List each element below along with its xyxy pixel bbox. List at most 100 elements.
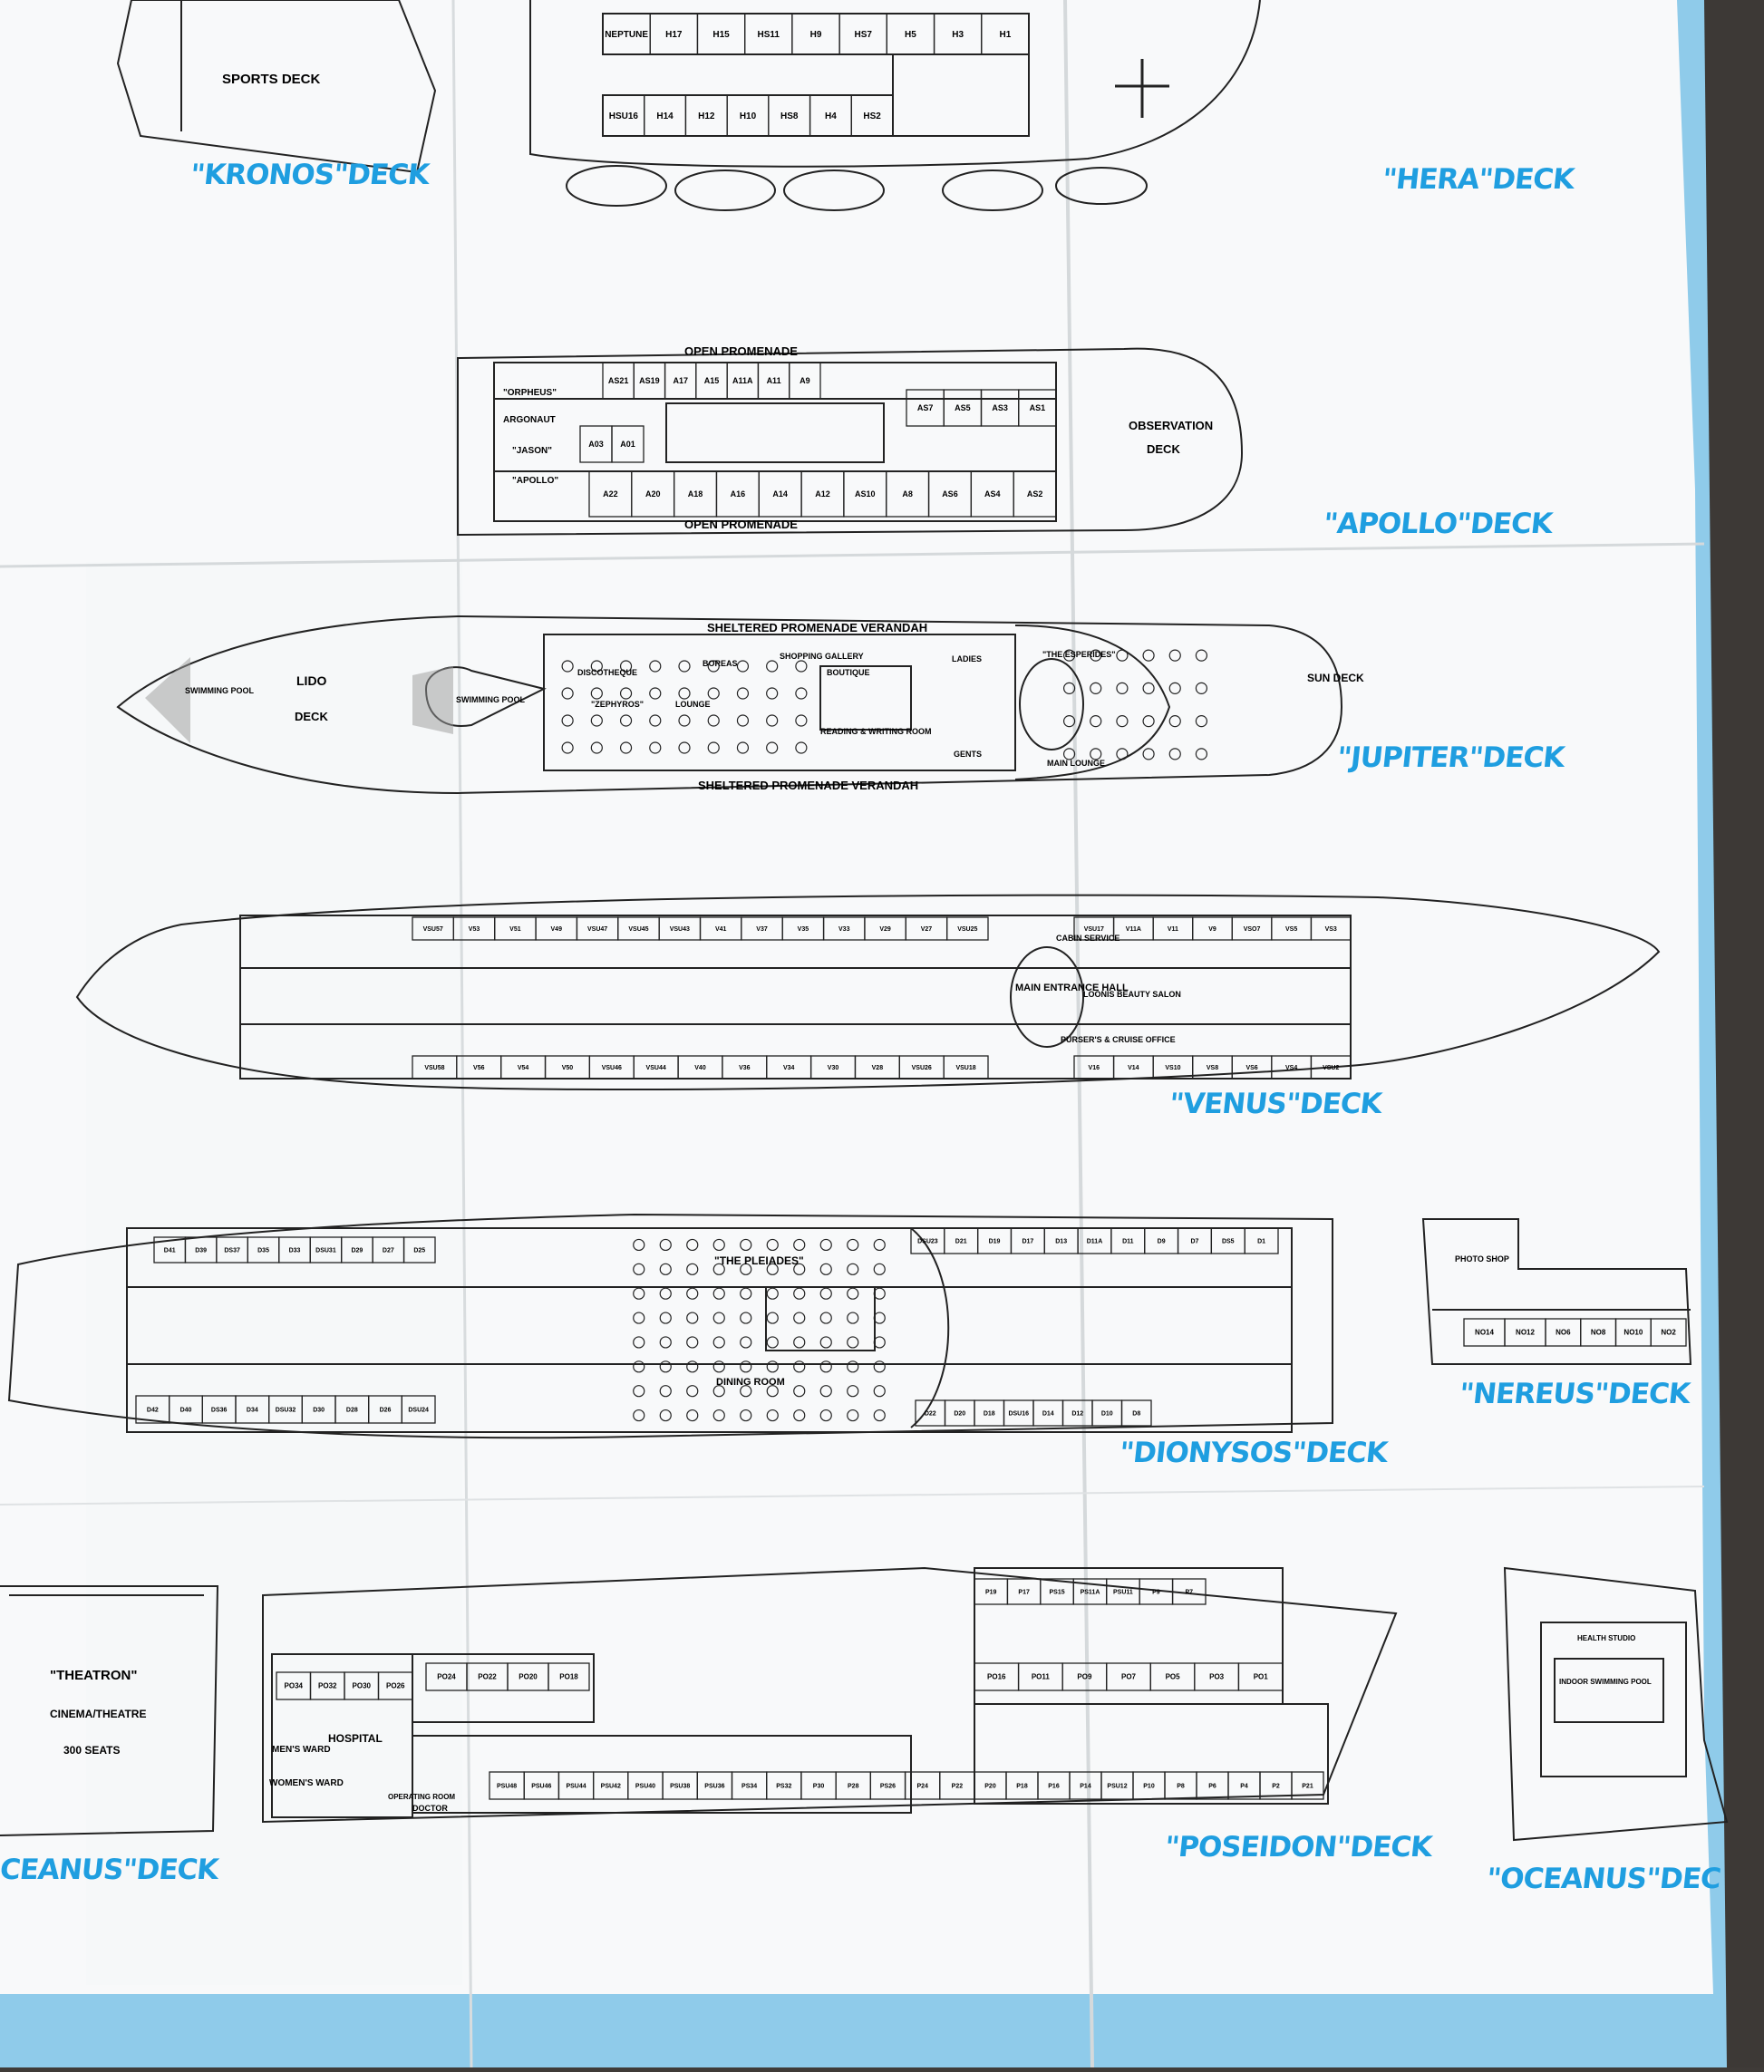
jupiter-table xyxy=(590,741,603,754)
poseidon-cabin-label: P30 xyxy=(813,1783,825,1789)
dionysos-table xyxy=(712,1409,725,1422)
dionysos-table xyxy=(847,1238,859,1252)
dionysos-cabin-label: DSU24 xyxy=(408,1407,429,1413)
nereus-cabin-label: NO14 xyxy=(1475,1329,1494,1337)
poseidon-cabin-label: PO32 xyxy=(318,1682,337,1690)
dionysos-cabin-label: D10 xyxy=(1101,1410,1113,1417)
dionysos-table xyxy=(766,1336,779,1349)
apollo-cabin-label: A14 xyxy=(772,489,788,499)
dionysos-cabin-label: D34 xyxy=(247,1407,258,1413)
dionysos-table xyxy=(659,1287,672,1300)
observation-deck-label: DECK xyxy=(1147,442,1180,456)
dionysos-table xyxy=(686,1360,699,1373)
dionysos-table xyxy=(686,1385,699,1398)
venus-cabin-label: VSU26 xyxy=(912,1065,932,1071)
dionysos-cabin-label: D20 xyxy=(954,1410,965,1417)
jupiter-table xyxy=(1168,748,1181,760)
dionysos-cabin-label: D42 xyxy=(147,1407,159,1413)
jupiter-table xyxy=(766,714,779,727)
apollo-promenade-bottom: OPEN PROMENADE xyxy=(684,518,798,531)
dionysos-cabin-label: DSU32 xyxy=(276,1407,296,1413)
jupiter-table xyxy=(1195,649,1208,662)
apollo-room-label: "APOLLO" xyxy=(512,476,558,486)
jupiter-table xyxy=(736,687,750,700)
venus-cabin xyxy=(945,916,989,941)
apollo-cabin-label: A11 xyxy=(767,376,781,385)
venus-cabin-label: V27 xyxy=(921,926,933,933)
dionysos-table xyxy=(740,1238,752,1252)
dionysos-table xyxy=(633,1409,645,1422)
dionysos-cabin-label: DS36 xyxy=(211,1407,228,1413)
poseidon-cabin-label: PO26 xyxy=(386,1682,405,1690)
venus-cabin-label: V56 xyxy=(473,1065,485,1071)
dionysos-table xyxy=(873,1263,886,1275)
poseidon-cabin-label: PO16 xyxy=(987,1673,1006,1681)
hera-cabin-label: NEPTUNE xyxy=(605,30,648,40)
nereus-cabin-label: NO2 xyxy=(1661,1329,1676,1337)
dionysos-table xyxy=(740,1263,752,1275)
nereus-cabin-label: NO10 xyxy=(1623,1329,1643,1337)
dionysos-table xyxy=(847,1263,859,1275)
dionysos-table xyxy=(712,1263,725,1275)
jupiter-room-label: LADIES xyxy=(952,654,982,663)
venus-cabin-label: V14 xyxy=(1128,1065,1139,1071)
dionysos-table xyxy=(847,1287,859,1300)
venus-cabin-label: V41 xyxy=(715,926,727,933)
jupiter-table xyxy=(590,660,603,673)
poseidon-cabin-label: PO7 xyxy=(1121,1673,1137,1681)
hera-cabin-label: H14 xyxy=(656,111,674,121)
hera-cabin-label: H9 xyxy=(810,30,822,40)
jupiter-pool-2: SWIMMING POOL xyxy=(456,695,525,704)
jupiter-table xyxy=(795,714,808,727)
dionysos-cabin-label: D39 xyxy=(195,1247,207,1254)
dionysos-table xyxy=(686,1287,699,1300)
dionysos-table xyxy=(659,1336,672,1349)
dionysos-cabin-label: D35 xyxy=(257,1247,269,1254)
jupiter-table xyxy=(1090,748,1102,760)
apollo-cabin-label: A9 xyxy=(800,376,810,385)
poseidon-cabin-label: PO34 xyxy=(285,1682,304,1690)
dionysos-deck-title: "DIONYSOS"DECK xyxy=(1118,1437,1389,1469)
poseidon-cabin-label: PSU46 xyxy=(531,1783,551,1789)
dionysos-table xyxy=(712,1287,725,1300)
mens-ward-label: MEN'S WARD xyxy=(272,1745,331,1755)
jupiter-table xyxy=(619,687,633,700)
jupiter-table xyxy=(678,687,691,700)
dionysos-cabin-label: D29 xyxy=(351,1247,363,1254)
apollo-room-label: "JASON" xyxy=(512,446,552,456)
poseidon-cabin-label: P9 xyxy=(1152,1589,1160,1595)
verandah-bottom: SHELTERED PROMENADE VERANDAH xyxy=(698,779,918,792)
hera-cabin-label: H4 xyxy=(825,111,837,121)
apollo-promenade-top: OPEN PROMENADE xyxy=(684,344,798,358)
poseidon-cabin-label: P8 xyxy=(1177,1783,1185,1789)
apollo-cabin-label: AS7 xyxy=(917,403,934,412)
poseidon-cabin-label: P20 xyxy=(984,1783,996,1789)
apollo-cabin-label: A15 xyxy=(704,376,720,385)
nereus-deck-title: "NEREUS"DECK xyxy=(1458,1378,1691,1410)
poseidon-cabin-label: PO20 xyxy=(519,1673,538,1681)
jupiter-table xyxy=(707,660,720,673)
poseidon-cabin-label: P2 xyxy=(1272,1783,1280,1789)
jupiter-table xyxy=(736,741,750,754)
dionysos-table xyxy=(659,1263,672,1275)
operating-room-label: OPERATING ROOM xyxy=(388,1793,455,1801)
dionysos-table xyxy=(686,1238,699,1252)
dionysos-table xyxy=(659,1312,672,1324)
jupiter-table xyxy=(1116,715,1129,728)
apollo-cabin-label: A03 xyxy=(588,440,604,449)
venus-room-label: LOONIS BEAUTY SALON xyxy=(1083,990,1181,999)
apollo-cabin xyxy=(789,362,821,400)
poseidon-cabin-label: PO3 xyxy=(1209,1673,1225,1681)
venus-cabin-label: VSU2 xyxy=(1323,1065,1339,1071)
sports-deck-label: SPORTS DECK xyxy=(222,72,321,87)
dionysos-table xyxy=(740,1360,752,1373)
dionysos-table xyxy=(766,1312,779,1324)
jupiter-table xyxy=(1142,649,1155,662)
dionysos-cabin-label: D18 xyxy=(984,1410,995,1417)
apollo-cabin-label: AS5 xyxy=(955,403,971,412)
apollo-cabin-label: A18 xyxy=(688,489,703,499)
lido-deck-label: DECK xyxy=(295,710,328,723)
dionysos-table xyxy=(873,1385,886,1398)
jupiter-table xyxy=(678,660,691,673)
